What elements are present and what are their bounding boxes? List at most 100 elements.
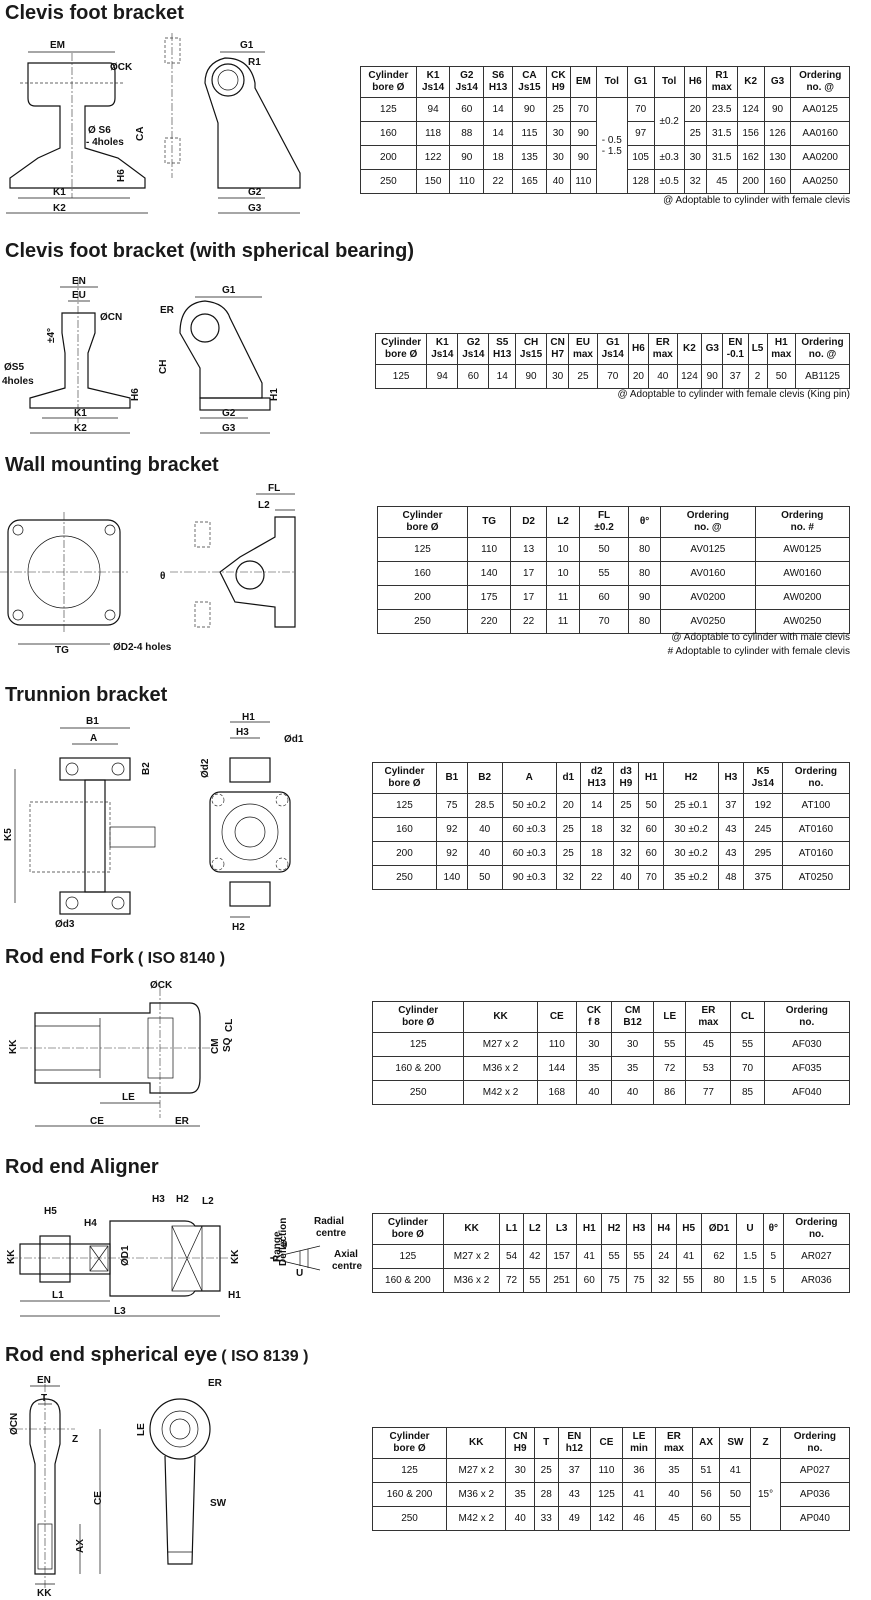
label-g2: G2 — [222, 408, 236, 419]
table-cell: 32 — [683, 169, 707, 194]
table-cell: 160 — [372, 817, 437, 842]
label-cl: CL — [224, 1019, 235, 1032]
table-cell: 50 — [579, 537, 629, 562]
table-cell: 41 — [675, 1244, 702, 1269]
label-g1: G1 — [222, 285, 236, 296]
section-title: Clevis foot bracket (with spherical bear… — [5, 240, 414, 262]
table-cell: AW0200 — [754, 585, 851, 610]
table-cell: AB1125 — [795, 364, 850, 389]
col-header: LE — [653, 1001, 687, 1033]
label-le: LE — [136, 1423, 147, 1436]
table-cell: AT100 — [781, 793, 851, 818]
table-cell: 30 — [505, 1458, 535, 1483]
label-g3: G3 — [222, 423, 236, 434]
table-cell: 1.5 — [736, 1244, 764, 1269]
section-title: Trunnion bracket — [5, 684, 168, 706]
label-tg: TG — [55, 645, 69, 656]
table-cell: 30 ±0.2 — [663, 841, 719, 866]
col-header: FL±0.2 — [579, 506, 629, 538]
table-cell: 80 — [700, 1268, 738, 1293]
label-k1: K1 — [53, 187, 66, 198]
table-cell: AP040 — [779, 1506, 851, 1531]
label-cn: ØCN — [9, 1413, 20, 1435]
section-fork: Rod end Fork( ISO 8140 ) ØCK KK CM SQ CL… — [0, 944, 871, 1154]
table-cell: 125 — [372, 1244, 444, 1269]
label-centre2: centre — [332, 1261, 362, 1272]
table-cell: AA0160 — [790, 121, 850, 146]
col-header: K2 — [676, 333, 703, 365]
section-clevis-foot: Clevis foot bracket EM ØCK Ø S6 - 4holes… — [0, 0, 871, 230]
table-cell: 17 — [510, 585, 547, 610]
table-cell: 40 — [545, 169, 571, 194]
label-g2: G2 — [248, 187, 262, 198]
table-cell: 125 — [371, 1032, 465, 1057]
section-spherical-eye: Rod end spherical eye( ISO 8139 ) EN T Ø… — [0, 1342, 871, 1600]
col-header: H2 — [663, 762, 719, 794]
table-cell: 40 — [648, 364, 678, 389]
table-cell: 50 — [466, 865, 503, 890]
label-holes: 4holes — [2, 376, 34, 387]
table-cell: 42 — [522, 1244, 548, 1269]
col-header: θ° — [762, 1213, 784, 1245]
table-cell: 31.5 — [705, 145, 738, 170]
col-header: ØD1 — [700, 1213, 738, 1245]
table-cell: 20 — [555, 793, 581, 818]
table-cell: 60 ±0.3 — [501, 841, 557, 866]
table-cell: 160 & 200 — [371, 1482, 448, 1507]
table-cell: 40 — [505, 1506, 535, 1531]
table-cell: 25 — [533, 1458, 559, 1483]
table-cell: 88 — [449, 121, 485, 146]
table-cell: 28.5 — [466, 793, 503, 818]
table-cell: 90 — [515, 364, 548, 389]
label-h6: H6 — [116, 169, 127, 182]
col-header: H6 — [683, 66, 707, 98]
col-header: T — [533, 1427, 559, 1459]
table-cell: 250 — [371, 1506, 448, 1531]
col-header: L3 — [546, 1213, 578, 1245]
label-h1: H1 — [228, 1290, 241, 1301]
label-b2: B2 — [141, 762, 152, 775]
col-header: L2 — [522, 1213, 548, 1245]
col-header: A — [501, 762, 557, 794]
table-cell: 110 — [590, 1458, 623, 1483]
label-l2: L2 — [202, 1196, 214, 1207]
table-cell: M42 x 2 — [446, 1506, 507, 1531]
table-cell: 22 — [579, 865, 614, 890]
label-k2: K2 — [74, 423, 87, 434]
table-cell: 150 — [415, 169, 451, 194]
table-cell: 55 — [675, 1268, 702, 1293]
table-cell: AV0125 — [660, 537, 756, 562]
drawing-aligner: H5 H4 H3 H2 L2 KK ØD1 KK L1 L3 H1 Radial… — [0, 1186, 370, 1336]
table-cell: 122 — [415, 145, 451, 170]
label-z: Z — [72, 1434, 78, 1445]
label-h5: H5 — [44, 1206, 57, 1217]
table-cell: AV0250 — [660, 609, 756, 634]
table-cell: 14 — [483, 97, 514, 122]
table-cell: 41 — [576, 1244, 603, 1269]
table-cell: 25 — [555, 841, 581, 866]
tol-g1: ±0.2 — [653, 97, 685, 146]
label-d2: Ød2 — [200, 758, 211, 778]
label-d1: Ød1 — [284, 734, 304, 745]
table-cell: 125 — [377, 537, 468, 562]
table-cell: 35 — [655, 1458, 693, 1483]
label-k1: K1 — [74, 408, 87, 419]
